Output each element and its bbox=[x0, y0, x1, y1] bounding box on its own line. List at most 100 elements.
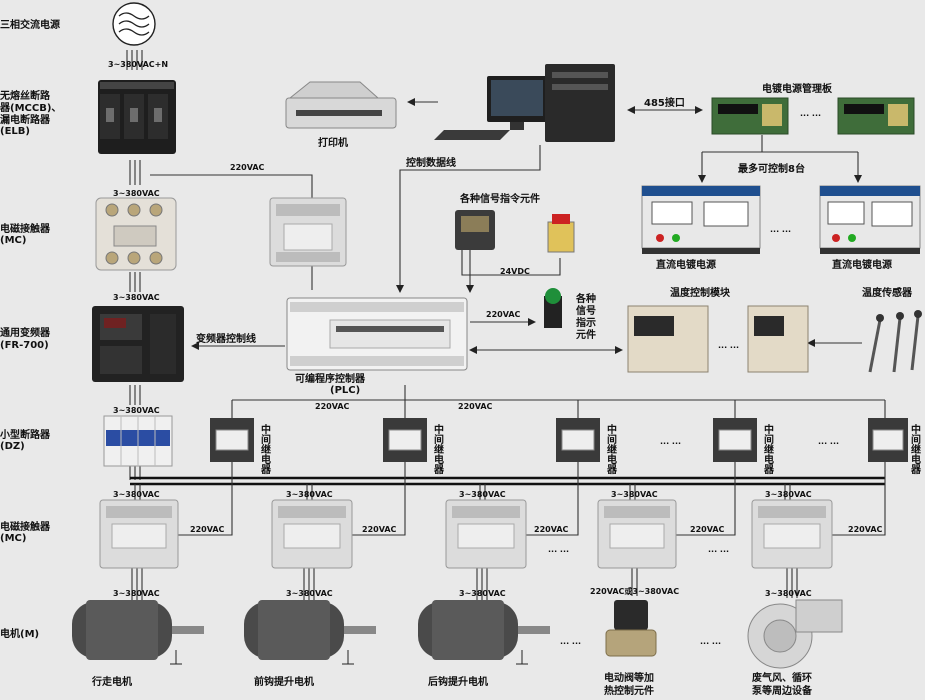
label-max-8: 最多可控制8台 bbox=[738, 162, 805, 175]
voltage-label-380vac-1: 3~380VAC bbox=[113, 189, 160, 198]
label-temp-sensor: 温度传感器 bbox=[862, 286, 913, 299]
voltage-label-220vac-bus-1: 220VAC bbox=[315, 402, 350, 411]
voltage-label-220vac-top: 220VAC bbox=[230, 163, 265, 172]
contactor-bottom-3 bbox=[445, 499, 527, 569]
label-indicator-3: 指示 bbox=[576, 316, 596, 329]
voltage-label-380vac-m1: 3~380VAC bbox=[113, 589, 160, 598]
label-printer: 打印机 bbox=[318, 136, 348, 149]
exhaust-fan-device bbox=[747, 599, 843, 669]
plating-management-board-1 bbox=[711, 97, 789, 135]
wiring bbox=[126, 50, 886, 600]
voltage-label-380vac-c5: 3~380VAC bbox=[765, 490, 812, 499]
voltage-label-380vac-3: 3~380VAC bbox=[113, 406, 160, 415]
voltage-label-220vac-coil-3: 220VAC bbox=[534, 525, 569, 534]
label-contactor-bottom-line1: 电磁接触器 bbox=[0, 520, 51, 533]
label-indicator-1: 各种 bbox=[575, 292, 596, 305]
contactor-bottom-1 bbox=[99, 499, 179, 569]
label-temp-module: 温度控制模块 bbox=[670, 286, 731, 299]
voltage-label-380vac-c2: 3~380VAC bbox=[286, 490, 333, 499]
label-front-hoist-motor: 前钩提升电机 bbox=[254, 675, 314, 688]
electric-valve-device bbox=[605, 600, 657, 657]
ellipsis-boards: ... ... bbox=[800, 109, 821, 118]
ellipsis-loads-2: ... ... bbox=[700, 637, 721, 646]
label-motor: 电机(M) bbox=[0, 627, 39, 640]
voltage-label-380vac-c1: 3~380VAC bbox=[113, 490, 160, 499]
mccb-breaker bbox=[98, 80, 176, 154]
label-vfd-line1: 通用变频器 bbox=[0, 326, 51, 339]
label-travel-motor: 行走电机 bbox=[91, 675, 132, 688]
voltage-label-220vac-coil-2: 220VAC bbox=[362, 525, 397, 534]
label-control-data-line: 控制数据线 bbox=[406, 156, 456, 169]
temperature-module-2 bbox=[747, 305, 809, 373]
voltage-label-220vac-indicator: 220VAC bbox=[486, 310, 521, 319]
label-relay-1: 中间继电器 bbox=[259, 423, 272, 475]
label-fan-line1: 废气风、循环 bbox=[752, 671, 812, 684]
indicator-lamp-device bbox=[544, 288, 562, 328]
voltage-label-220vac-coil-5: 220VAC bbox=[848, 525, 883, 534]
label-mccb-line2: 器(MCCB)、 bbox=[0, 102, 61, 114]
voltage-label-220vac-coil-1: 220VAC bbox=[190, 525, 225, 534]
label-rear-hoist-motor: 后钩提升电机 bbox=[428, 675, 488, 688]
voltage-label-380vac-n: 3~380VAC+N bbox=[108, 60, 168, 69]
temperature-module-1 bbox=[627, 305, 709, 373]
voltage-label-380vac-2: 3~380VAC bbox=[113, 293, 160, 302]
contactor-bottom-5 bbox=[751, 499, 833, 569]
label-relay-5: 中间继电器 bbox=[909, 423, 922, 475]
label-485-port: 485接口 bbox=[644, 96, 685, 109]
label-mccb-line4: (ELB) bbox=[0, 126, 30, 137]
plc-controller bbox=[286, 297, 468, 371]
label-dc-power-2: 直流电镀电源 bbox=[832, 258, 892, 271]
ellipsis-contactors-2: ... ... bbox=[708, 545, 729, 554]
label-signal-elements: 各种信号指令元件 bbox=[459, 192, 540, 205]
label-plc-line2: (PLC) bbox=[330, 385, 360, 396]
label-vfd-control-line: 变频器控制线 bbox=[196, 332, 256, 345]
dc-plating-power-2 bbox=[819, 185, 921, 254]
voltage-label-220vac-bus-2: 220VAC bbox=[458, 402, 493, 411]
relay-2 bbox=[383, 418, 427, 462]
voltage-label-24vdc: 24VDC bbox=[500, 267, 530, 276]
label-contactor-top-line1: 电磁接触器 bbox=[0, 222, 51, 235]
label-contactor-bottom-line2: (MC) bbox=[0, 533, 26, 544]
voltage-label-220vac-coil-4: 220VAC bbox=[690, 525, 725, 534]
contactor-bottom-4 bbox=[597, 499, 677, 569]
voltage-label-380vac-c4: 3~380VAC bbox=[611, 490, 658, 499]
voltage-label-380vac-c3: 3~380VAC bbox=[459, 490, 506, 499]
motor-front-hoist bbox=[244, 600, 376, 665]
label-vfd-line2: (FR-700) bbox=[0, 340, 49, 351]
label-power-source: 三相交流电源 bbox=[0, 18, 60, 31]
label-plc-line1: 可编程序控制器 bbox=[295, 372, 366, 385]
label-dz-line1: 小型断路器 bbox=[0, 428, 51, 441]
ellipsis-relays-1: ... ... bbox=[660, 437, 681, 446]
ellipsis-loads-1: ... ... bbox=[560, 637, 581, 646]
label-mccb-line1: 无熔丝断路 bbox=[0, 89, 51, 102]
signal-switch-device bbox=[455, 210, 495, 250]
printer-device bbox=[285, 81, 397, 129]
pushbutton-device bbox=[547, 214, 575, 253]
voltage-label-380vac-m5: 3~380VAC bbox=[765, 589, 812, 598]
relay-5 bbox=[868, 418, 908, 462]
label-relay-4: 中间继电器 bbox=[762, 423, 775, 475]
label-dc-power-1: 直流电镀电源 bbox=[656, 258, 716, 271]
temperature-sensor-device bbox=[868, 310, 922, 373]
relay-1 bbox=[210, 418, 254, 462]
computer-workstation bbox=[434, 64, 615, 142]
label-valve-line1: 电动阀等加 bbox=[604, 671, 654, 684]
inverter-vfd bbox=[92, 306, 184, 382]
ellipsis-contactors-1: ... ... bbox=[548, 545, 569, 554]
relay-4 bbox=[713, 418, 757, 462]
ellipsis-relays-2: ... ... bbox=[818, 437, 839, 446]
motor-travel bbox=[72, 600, 204, 665]
voltage-label-220-or-380vac: 220VAC或3~380VAC bbox=[590, 586, 679, 596]
magnetic-contactor-top bbox=[95, 197, 177, 271]
label-plating-board: 电镀电源管理板 bbox=[762, 82, 833, 95]
miniature-breaker bbox=[103, 415, 173, 467]
contactor-bottom-2 bbox=[271, 499, 353, 569]
label-indicator-2: 信号 bbox=[576, 304, 596, 317]
relay-3 bbox=[556, 418, 600, 462]
label-indicator-4: 元件 bbox=[576, 328, 596, 341]
plating-management-board-2 bbox=[837, 97, 915, 135]
dc-plating-power-1 bbox=[641, 185, 761, 254]
label-relay-3: 中间继电器 bbox=[605, 423, 618, 475]
label-contactor-top-line2: (MC) bbox=[0, 235, 26, 246]
